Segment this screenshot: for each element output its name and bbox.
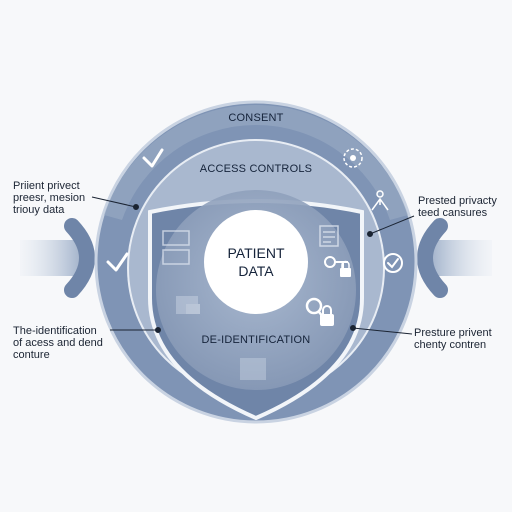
callout-bottom-left: The-identification of acess and dend con…	[13, 325, 103, 361]
right-inflow-arrow	[417, 218, 492, 298]
document-list-icon	[319, 225, 339, 247]
center-label-data: DATA	[238, 263, 274, 279]
check-icon	[106, 252, 129, 272]
callout-bottom-right: Presture privent chenty contren	[414, 327, 492, 351]
callout-top-right: Prested privacty teed cansures	[418, 195, 497, 219]
consent-label: CONSENT	[228, 112, 283, 124]
lock-icon	[340, 260, 351, 277]
person-icon	[371, 190, 389, 211]
data-texture-bottom	[240, 358, 266, 380]
check-icon	[142, 148, 164, 168]
data-texture-left	[176, 296, 200, 314]
callout-leader-lines	[91, 196, 415, 335]
consent-ring-highlight	[104, 104, 408, 220]
check-circle-icon	[383, 253, 403, 273]
access-controls-label: ACCESS CONTROLS	[200, 163, 312, 175]
lock-icon	[320, 305, 334, 326]
callout-top-left: Priient privect preesr, mesion triouy da…	[13, 180, 86, 216]
document-icon	[162, 230, 190, 265]
de-identification-label: DE-IDENTIFICATION	[202, 334, 311, 346]
patient-data-core	[204, 210, 308, 314]
left-inflow-arrow	[20, 218, 95, 298]
center-label-patient: PATIENT	[227, 245, 284, 261]
consent-badge-icon	[343, 148, 363, 168]
